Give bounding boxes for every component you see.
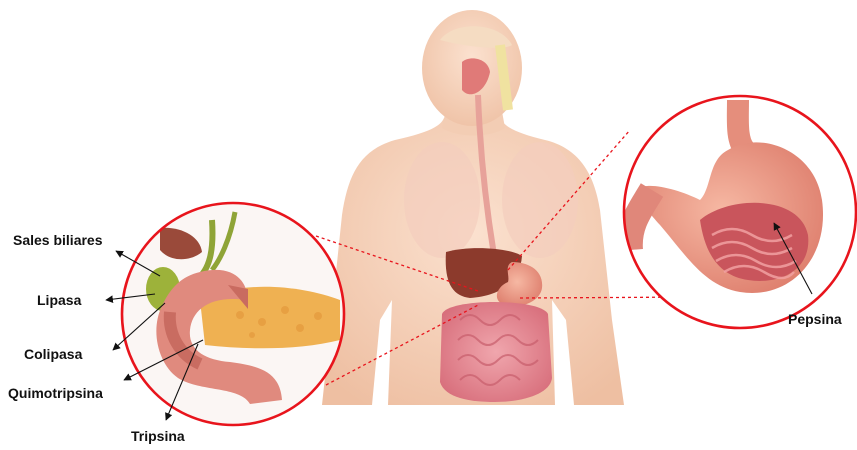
label-colipasa: Colipasa	[24, 346, 82, 362]
label-lipasa: Lipasa	[37, 292, 81, 308]
right-lung	[502, 142, 578, 258]
label-quimotripsina: Quimotripsina	[8, 385, 103, 401]
intestines	[440, 302, 552, 402]
label-sales-biliares: Sales biliares	[13, 232, 103, 248]
label-pepsina: Pepsina	[788, 311, 842, 327]
left-lung	[404, 142, 480, 258]
label-tripsina: Tripsina	[131, 428, 185, 444]
human-body	[322, 10, 624, 405]
